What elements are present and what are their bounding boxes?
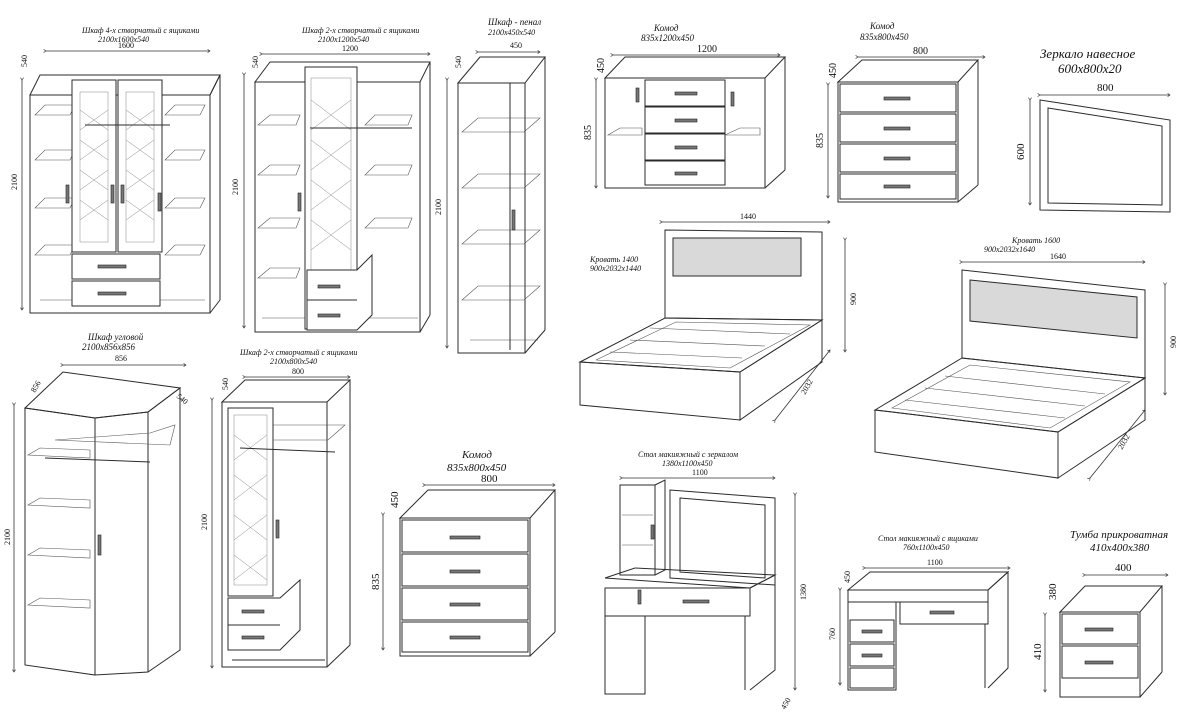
wardrobe-2-door-1200: Шкаф 2-х створчатый с ящиками 2100x1200x…: [231, 26, 431, 333]
wardrobe2b-size: 2100x800x540: [270, 357, 317, 366]
wardrobe-penal: Шкаф - пенал 2100x450x540 450 540 2100: [434, 17, 547, 354]
wardrobe4-height: 2100: [10, 174, 19, 190]
penal-height: 2100: [434, 199, 443, 215]
bed1400-size: 900x2032x1440: [590, 264, 641, 273]
nightstand-depth: 380: [1047, 583, 1059, 600]
komod800a-size: 835x800x450: [860, 32, 909, 42]
wardrobe2b-title: Шкаф 2-х створчатый с ящиками: [239, 348, 357, 357]
komod800a-title: Комод: [869, 21, 895, 31]
vanity-depth: 450: [843, 571, 852, 583]
bed1400-width: 1440: [740, 212, 756, 221]
komod-800-top: Комод 835x800x450 800 450 835: [815, 21, 985, 203]
wardrobe-4-door: Шкаф 4-х створчатый с ящиками 2100x1600x…: [10, 26, 221, 314]
komod800b-title: Комод: [461, 449, 492, 461]
wardrobe2b-height: 2100: [200, 514, 209, 530]
wardrobe-corner: Шкаф угловой 2100x856x856 856 856 540 21…: [3, 332, 190, 676]
komod1200-height: 835: [583, 125, 594, 140]
corner-depth: 856: [29, 379, 43, 394]
penal-size: 2100x450x540: [488, 28, 535, 37]
wardrobe2b-width: 800: [292, 367, 304, 376]
mirror-title: Зеркало навесное: [1040, 46, 1135, 61]
corner-height: 2100: [3, 529, 12, 545]
bed-1400: Кровать 1400 900x2032x1440 1440 900 2032: [578, 212, 858, 420]
bed1600-height: 900: [1169, 336, 1178, 348]
wardrobe2b-depth: 540: [221, 378, 230, 390]
nightstand-title: Тумба прикроватная: [1070, 529, 1168, 541]
komod800b-height: 835: [370, 573, 382, 590]
wardrobe4-size: 2100x1600x540: [98, 35, 149, 44]
komod800b-size: 835x800x450: [447, 462, 507, 474]
komod800a-depth: 450: [828, 63, 839, 78]
vanity-mirror-height: 1380: [799, 584, 808, 600]
vanity-with-mirror: Стол макияжный с зеркалом 1380x1100x450 …: [604, 450, 808, 711]
komod800b-width: 800: [481, 473, 498, 485]
wardrobe4-width: 1600: [118, 41, 134, 50]
komod-800-bottom: Комод 835x800x450 800 450 835: [370, 449, 557, 657]
wardrobe4-title: Шкаф 4-х створчатый с ящиками: [81, 26, 199, 35]
bed-1600: Кровать 1600 900x2032x1640 1640 900 2032: [873, 236, 1178, 478]
bed1600-size: 900x2032x1640: [984, 245, 1035, 254]
komod1200-width: 1200: [697, 44, 717, 55]
vanity-height: 760: [828, 628, 837, 640]
wardrobe-2-door-800: Шкаф 2-х створчатый с ящиками 2100x800x5…: [200, 348, 357, 668]
wardrobe2-width: 1200: [342, 44, 358, 53]
komod800a-height: 835: [815, 133, 826, 148]
vanity-mirror-width: 1100: [692, 468, 708, 477]
vanity-title: Стол макияжный с ящиками: [878, 534, 978, 543]
vanity-mirror-size: 1380x1100x450: [662, 459, 713, 468]
komod800a-width: 800: [913, 46, 928, 57]
wardrobe4-depth: 540: [20, 55, 29, 67]
nightstand-size: 410x400x380: [1090, 542, 1150, 554]
vanity-with-drawers: Стол макияжный с ящиками 760x1100x450 11…: [828, 534, 1010, 691]
bed1400-height: 900: [849, 293, 858, 305]
wardrobe2-title: Шкаф 2-х створчатый с ящиками: [301, 26, 419, 35]
vanity-mirror-title: Стол макияжный с зеркалом: [638, 450, 738, 459]
nightstand-width: 400: [1115, 562, 1132, 574]
bed1600-length: 2032: [1116, 433, 1132, 451]
komod-1200: Комод 835x1200x450 1200 450 835: [583, 23, 787, 188]
komod800b-depth: 450: [389, 491, 401, 508]
mirror-size: 600x800x20: [1058, 61, 1122, 76]
bed1600-width: 1640: [1050, 252, 1066, 261]
komod1200-depth: 450: [596, 58, 607, 73]
nightstand: Тумба прикроватная 410x400x380 400 380 4…: [1032, 529, 1168, 698]
bed1400-title: Кровать 1400: [589, 255, 638, 264]
wardrobe2-depth: 540: [251, 56, 260, 68]
wardrobe2-size: 2100x1200x540: [318, 35, 369, 44]
mirror-height: 600: [1015, 143, 1027, 160]
wardrobe2-height: 2100: [231, 179, 240, 195]
corner-depth2: 540: [175, 392, 190, 407]
vanity-mirror-depth: 450: [779, 696, 793, 711]
komod1200-size: 835x1200x450: [641, 33, 694, 43]
penal-title: Шкаф - пенал: [487, 17, 541, 27]
komod1200-title: Комод: [653, 23, 679, 33]
wall-mirror: Зеркало навесное 600x800x20 800 600: [1015, 46, 1170, 213]
corner-width: 856: [115, 354, 127, 363]
bed1600-title: Кровать 1600: [1011, 236, 1060, 245]
penal-depth: 540: [454, 56, 463, 68]
bed1400-length: 2032: [799, 378, 815, 396]
corner-size: 2100x856x856: [82, 342, 135, 352]
penal-width: 450: [510, 41, 522, 50]
nightstand-height: 410: [1032, 643, 1044, 660]
vanity-size: 760x1100x450: [903, 543, 950, 552]
vanity-width: 1100: [927, 558, 943, 567]
mirror-width: 800: [1097, 82, 1114, 94]
corner-title: Шкаф угловой: [87, 332, 144, 342]
